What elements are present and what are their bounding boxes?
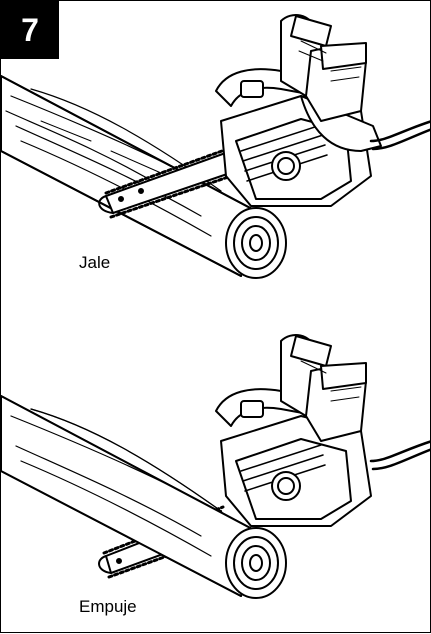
push-cut-illustration bbox=[1, 301, 431, 634]
push-caption: Empuje bbox=[79, 597, 137, 617]
pull-caption: Jale bbox=[79, 253, 110, 273]
step-number-badge: 7 bbox=[1, 1, 59, 59]
pull-cut-illustration bbox=[1, 1, 431, 301]
